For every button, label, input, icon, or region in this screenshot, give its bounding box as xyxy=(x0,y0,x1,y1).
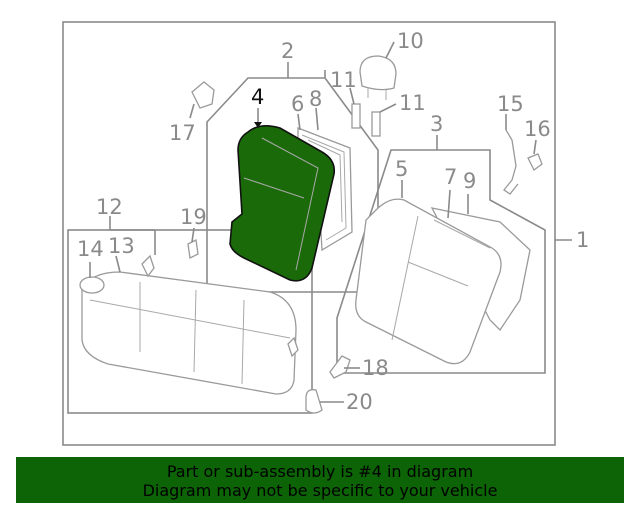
callout-18: 18 xyxy=(362,356,389,380)
callout-12: 12 xyxy=(96,195,123,219)
callout-5: 5 xyxy=(395,157,408,181)
callout-16: 16 xyxy=(524,117,551,141)
callout-11a: 11 xyxy=(330,68,357,92)
headrest-guides xyxy=(351,103,381,137)
banner-line-1: Part or sub-assembly is #4 in diagram xyxy=(166,462,474,481)
seatback-right xyxy=(355,198,531,365)
info-banner: Part or sub-assembly is #4 in diagram Di… xyxy=(16,457,624,503)
leader-lines xyxy=(89,41,537,403)
callout-17: 17 xyxy=(169,121,196,145)
hook-18 xyxy=(329,355,351,379)
headrest xyxy=(359,55,397,100)
callout-4: 4 xyxy=(251,85,264,109)
parts-diagram: 1 2 3 4 5 6 7 8 9 10 11 11 12 13 14 15 1… xyxy=(62,21,589,446)
seatback-cover-part-4 xyxy=(229,124,336,282)
banner-line-2: Diagram may not be specific to your vehi… xyxy=(142,481,498,500)
cable-15 xyxy=(503,129,519,195)
clip-19 xyxy=(187,239,199,259)
callout-20: 20 xyxy=(346,390,373,414)
callout-10: 10 xyxy=(397,29,424,53)
callout-8: 8 xyxy=(309,87,322,111)
group-box-3 xyxy=(336,149,546,374)
callout-2: 2 xyxy=(281,39,294,63)
callout-13: 13 xyxy=(108,234,135,258)
group-box-12 xyxy=(67,229,313,414)
clip-16 xyxy=(527,153,543,171)
callout-3: 3 xyxy=(430,112,443,136)
callout-7: 7 xyxy=(444,165,457,189)
callout-14: 14 xyxy=(77,237,104,261)
hook-20 xyxy=(305,389,323,414)
callout-1: 1 xyxy=(576,228,589,252)
callout-6: 6 xyxy=(291,92,304,116)
bracket-17 xyxy=(191,81,215,109)
diagram-frame xyxy=(62,21,556,446)
seat-cushion xyxy=(79,254,299,395)
callout-11b: 11 xyxy=(399,91,426,115)
callout-9: 9 xyxy=(463,169,476,193)
callout-15: 15 xyxy=(497,92,524,116)
callout-19: 19 xyxy=(180,205,207,229)
